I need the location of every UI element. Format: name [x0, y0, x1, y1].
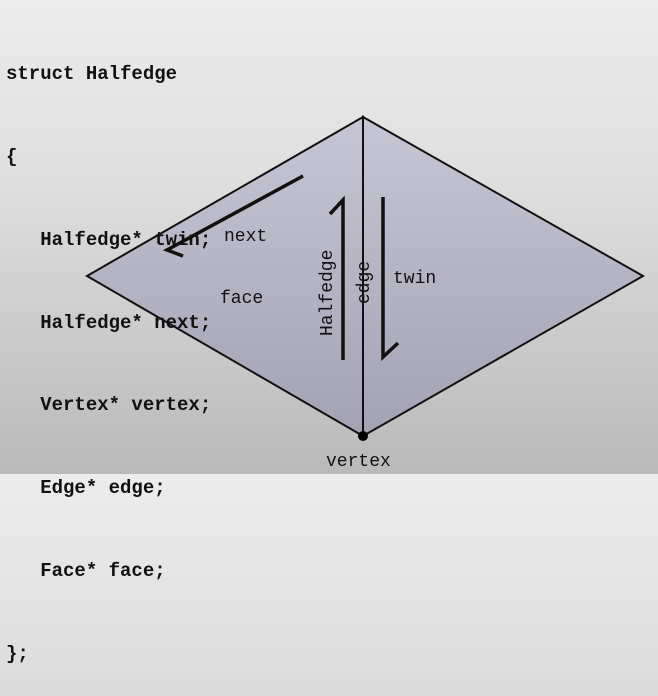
halfedge-struct-code: struct Halfedge { Halfedge* twin; Halfed… — [6, 6, 211, 696]
label-vertex: vertex — [326, 452, 391, 472]
next-arrow — [162, 174, 304, 258]
halfedge-arrow — [328, 195, 345, 360]
code-line: Vertex* vertex; — [6, 394, 212, 417]
code-line: Edge* edge; — [6, 477, 166, 500]
label-next: next — [224, 227, 267, 247]
halfedge-diagram: next face twin Halfedge edge vertex — [85, 115, 646, 472]
vertex-dot — [358, 431, 368, 441]
right-face — [362, 115, 646, 438]
code-line: Halfedge* next; — [6, 311, 212, 334]
code-line: struct Halfedge — [6, 63, 178, 86]
label-face: face — [220, 289, 263, 309]
code-line: { — [6, 145, 18, 168]
code-line: Halfedge* twin; — [6, 228, 212, 251]
label-edge: edge — [355, 261, 375, 304]
label-halfedge: Halfedge — [318, 250, 338, 336]
label-twin: twin — [393, 269, 436, 289]
code-line: Face* face; — [6, 559, 166, 582]
code-line: }; — [6, 642, 29, 665]
twin-arrow — [381, 197, 400, 362]
